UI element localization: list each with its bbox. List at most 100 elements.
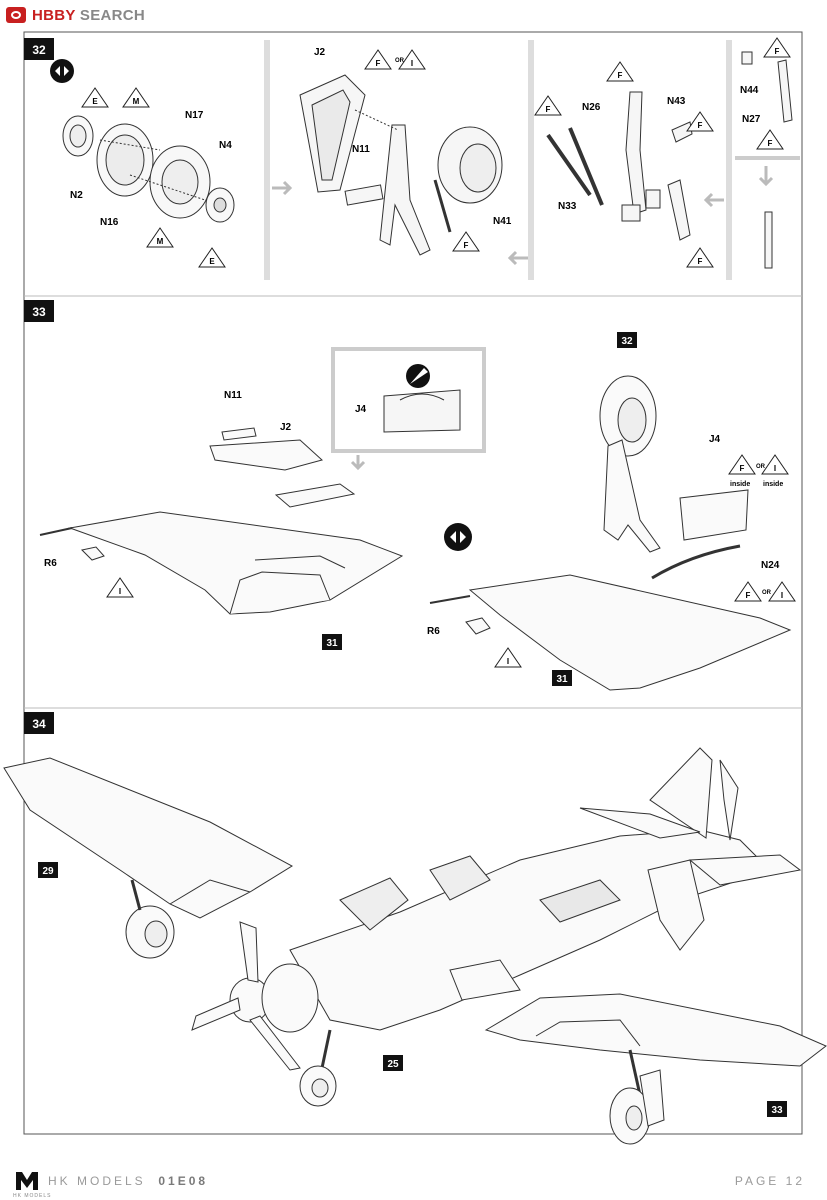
part-label: N2 [70, 190, 83, 201]
ref-badge [383, 1055, 403, 1071]
callout-F: F [686, 111, 714, 132]
step-34: 34 29 [3, 712, 827, 1145]
part-label: R6 [427, 626, 440, 637]
svg-text:F: F [464, 241, 469, 250]
part-label: N43 [667, 96, 686, 107]
panel-divider [528, 40, 534, 280]
part-label: J4 [355, 404, 367, 415]
part-label: N44 [740, 85, 759, 96]
part-label: N16 [100, 217, 119, 228]
part-label: J4 [709, 434, 721, 445]
propeller [191, 921, 319, 1071]
hobbysearch-logo-icon [6, 7, 26, 23]
page-border [23, 31, 803, 1135]
svg-text:inside: inside [730, 481, 750, 488]
part-label: R6 [44, 558, 57, 569]
callout-F: F [686, 247, 714, 268]
part-label: N4 [219, 140, 232, 151]
callout-F: F [606, 61, 634, 82]
ref-badge [617, 332, 637, 348]
svg-text:F: F [698, 257, 703, 266]
strut-assembly [546, 91, 693, 241]
svg-text:F: F [618, 71, 623, 80]
part-label: N24 [761, 560, 780, 571]
step-badge [24, 712, 54, 734]
part-label: J2 [280, 422, 292, 433]
svg-text:E: E [92, 97, 98, 106]
footer-brand: HK MODELS 01E08 [48, 1174, 209, 1188]
site-header: HBBY SEARCH [6, 5, 145, 25]
svg-text:F: F [698, 121, 703, 130]
footer-logo-caption: HK MODELS [13, 1193, 52, 1199]
step-badge [24, 38, 54, 60]
callout-F-or-I: F OR I [734, 581, 796, 602]
rotate-icon [50, 59, 74, 83]
sequence-arrow-icon [272, 180, 293, 196]
wing-left-assembled [3, 757, 293, 959]
svg-text:29: 29 [42, 866, 54, 877]
callout-F-or-I: F OR I [364, 49, 426, 70]
svg-text:OR: OR [762, 590, 772, 596]
svg-text:I: I [781, 591, 783, 600]
callout-E: E [198, 247, 226, 268]
svg-text:I: I [119, 587, 121, 596]
svg-text:OR: OR [395, 58, 405, 64]
callout-M: M [122, 87, 150, 108]
sequence-arrow-icon [758, 166, 774, 187]
step-number: 33 [32, 305, 46, 319]
page-number: PAGE 12 [734, 1174, 805, 1188]
callout-F-or-I-inside: F OR I inside inside [728, 454, 789, 488]
wing-right-assembled [484, 993, 827, 1145]
fuselage [289, 747, 802, 1031]
part-label: N26 [582, 102, 601, 113]
step-number: 32 [32, 43, 46, 57]
callout-F: F [763, 37, 791, 58]
hk-models-logo-icon [16, 1172, 38, 1190]
ref-badge [767, 1101, 787, 1117]
page-footer: HK MODELS HK MODELS 01E08 PAGE 12 [0, 1160, 827, 1200]
part-label: N33 [558, 201, 577, 212]
svg-text:I: I [507, 657, 509, 666]
svg-text:I: I [411, 59, 413, 68]
sequence-arrow-icon [703, 192, 724, 208]
svg-text:F: F [775, 47, 780, 56]
svg-text:31: 31 [326, 638, 338, 649]
svg-text:33: 33 [771, 1105, 783, 1116]
svg-text:F: F [746, 591, 751, 600]
callout-E: E [81, 87, 109, 108]
svg-text:inside: inside [763, 481, 783, 488]
ref-badge [552, 670, 572, 686]
callout-I: I [494, 647, 522, 668]
ref-badge [322, 634, 342, 650]
sequence-arrow-icon [507, 250, 528, 266]
wheel-assembly [62, 115, 235, 223]
callout-F: F [452, 231, 480, 252]
svg-text:M: M [157, 237, 164, 246]
nose-gear [299, 1029, 337, 1107]
svg-text:F: F [768, 139, 773, 148]
svg-text:F: F [546, 105, 551, 114]
gear-door-assembly [299, 74, 503, 256]
callout-I: I [106, 577, 134, 598]
small-link-assembly [741, 51, 793, 269]
svg-text:I: I [774, 464, 776, 473]
svg-text:F: F [740, 464, 745, 473]
panel-divider [726, 40, 732, 280]
part-label: N11 [224, 390, 242, 401]
callout-F: F [756, 129, 784, 150]
svg-text:E: E [209, 257, 215, 266]
svg-text:F: F [376, 59, 381, 68]
svg-text:25: 25 [387, 1059, 399, 1070]
site-brand: HBBY SEARCH [32, 6, 146, 24]
part-label: N27 [742, 114, 761, 125]
part-label: N11 [352, 144, 370, 155]
callout-M: M [146, 227, 174, 248]
step-badge [24, 300, 54, 322]
part-label: J2 [314, 47, 326, 58]
part-label: N41 [493, 216, 512, 227]
part-label: N17 [185, 110, 204, 121]
rotate-icon [444, 523, 472, 551]
ref-badge [38, 862, 58, 878]
step-number: 34 [32, 717, 46, 731]
